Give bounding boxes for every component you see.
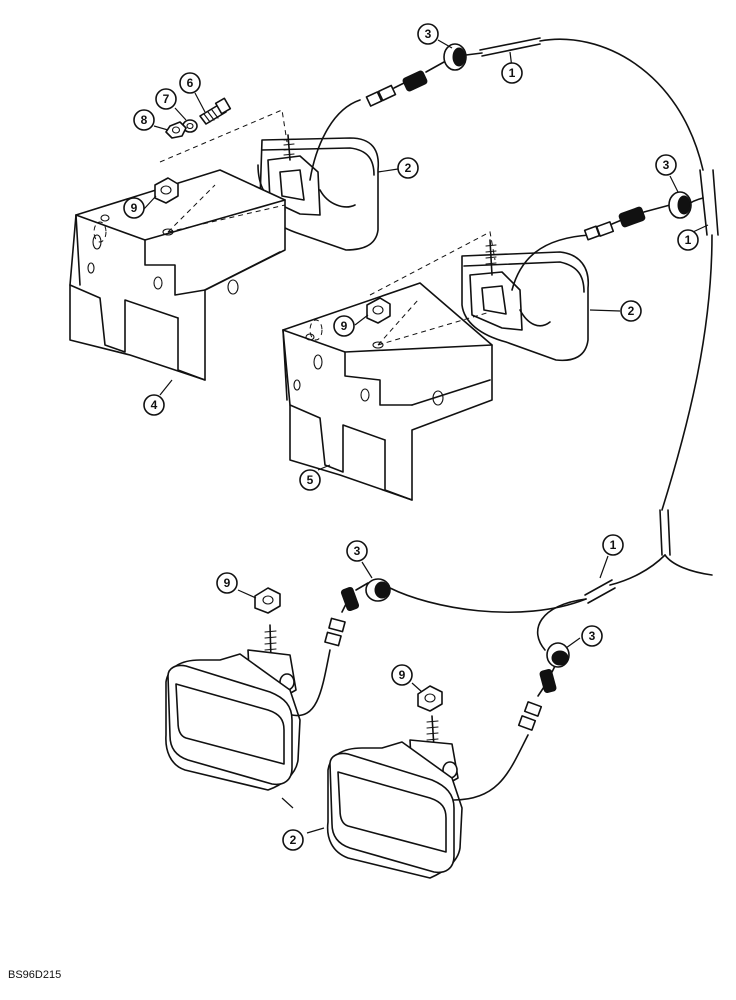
svg-text:5: 5 xyxy=(307,473,314,487)
callout-6: 6 xyxy=(179,72,201,94)
callout-2-right: 2 xyxy=(620,300,642,322)
grommet-right xyxy=(668,191,692,219)
svg-text:9: 9 xyxy=(341,319,348,333)
callout-5: 5 xyxy=(299,469,321,491)
svg-text:1: 1 xyxy=(610,538,617,552)
mounting-bracket-left xyxy=(69,109,288,381)
svg-text:8: 8 xyxy=(141,113,148,127)
svg-text:7: 7 xyxy=(163,92,170,106)
callout-leaders xyxy=(143,39,709,834)
work-lamp-front-left xyxy=(165,587,331,791)
svg-text:2: 2 xyxy=(628,304,635,318)
nut-icon xyxy=(165,121,187,139)
callout-4: 4 xyxy=(143,394,165,416)
svg-text:6: 6 xyxy=(187,76,194,90)
callout-1-right: 1 xyxy=(677,229,699,251)
svg-text:2: 2 xyxy=(405,161,412,175)
grommet-lower-right xyxy=(546,642,570,668)
svg-text:2: 2 xyxy=(290,833,297,847)
callout-1-lower: 1 xyxy=(602,534,624,556)
callout-3-right: 3 xyxy=(655,154,677,176)
callout-2-bottom: 2 xyxy=(282,829,304,851)
callout-9-lower-left: 9 xyxy=(216,572,238,594)
mounting-bracket-right xyxy=(282,231,496,501)
callout-3-lower: 3 xyxy=(346,540,368,562)
svg-text:9: 9 xyxy=(224,576,231,590)
callout-3-top: 3 xyxy=(417,23,439,45)
callout-8: 8 xyxy=(133,109,155,131)
svg-text:9: 9 xyxy=(399,668,406,682)
work-lamp-front-right xyxy=(326,685,529,879)
callout-2-top: 2 xyxy=(397,157,419,179)
callout-1-top: 1 xyxy=(501,62,523,84)
work-lamp-rear-right xyxy=(461,234,591,362)
svg-text:1: 1 xyxy=(509,66,516,80)
connector-lower-right xyxy=(517,663,557,731)
connector-lower-left xyxy=(324,582,369,647)
svg-text:9: 9 xyxy=(131,201,138,215)
grommet-top xyxy=(443,43,483,71)
svg-text:3: 3 xyxy=(589,629,596,643)
callout-7: 7 xyxy=(155,88,177,110)
wiring-harness xyxy=(389,37,719,651)
svg-text:1: 1 xyxy=(685,233,692,247)
connector-right xyxy=(583,204,671,241)
hardware-stack xyxy=(165,97,232,139)
svg-text:3: 3 xyxy=(663,158,670,172)
connector-top xyxy=(365,61,445,107)
callout-3-lower-right: 3 xyxy=(581,625,603,647)
svg-text:3: 3 xyxy=(354,544,361,558)
svg-text:3: 3 xyxy=(425,27,432,41)
drawing-code: BS96D215 xyxy=(8,969,61,981)
svg-text:4: 4 xyxy=(151,398,158,412)
callout-9-left: 9 xyxy=(123,197,145,219)
callout-9-lower-mid: 9 xyxy=(391,664,413,686)
bolt-icon xyxy=(199,97,232,125)
grommet-lower-left xyxy=(365,578,391,602)
callout-9-mid: 9 xyxy=(333,315,355,337)
